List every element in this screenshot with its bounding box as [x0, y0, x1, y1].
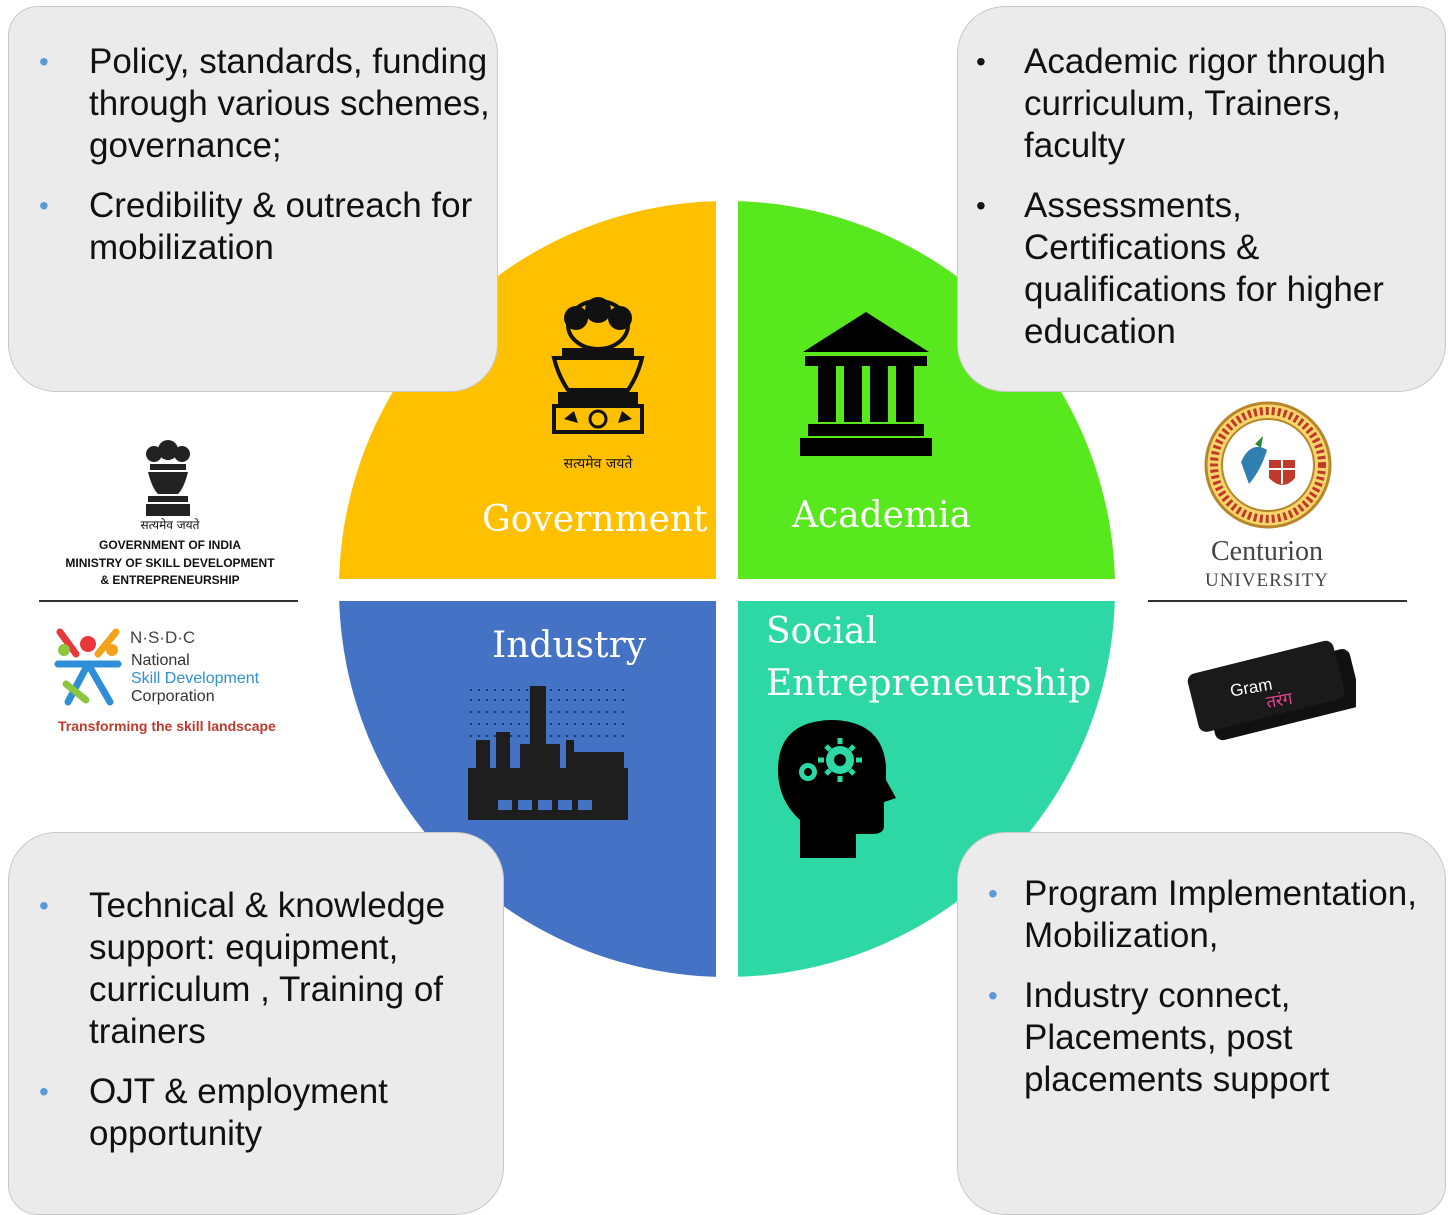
goi-emblem-icon [146, 440, 190, 516]
callout-item: • Academic rigor through curriculum, Trai… [958, 41, 1445, 167]
bullet-icon: • [988, 878, 998, 909]
nsdc-line3: Corporation [131, 688, 215, 705]
callout-text: Policy, standards, funding through vario… [89, 42, 490, 165]
label-government: Government [482, 499, 708, 540]
head-gears-icon [778, 720, 896, 858]
callout-text: Credibility & outreach for mobilization [89, 186, 473, 267]
centurion-line2: UNIVERSITY [1205, 570, 1329, 591]
university-building-icon [800, 312, 932, 456]
callout-text: Academic rigor through curriculum, Train… [1024, 42, 1386, 165]
bullet-icon: • [976, 190, 986, 221]
emblem-caption: सत्यमेव जयते [564, 455, 634, 472]
label-industry: Industry [492, 625, 647, 666]
goi-caption: सत्यमेव जयते [140, 518, 200, 532]
nsdc-acronym: N·S·D·C [130, 628, 196, 647]
nsdc-line2: Skill Development [131, 670, 260, 687]
bullet-icon: • [988, 980, 998, 1011]
callout-item: • Program Implementation, Mobilization, [958, 873, 1445, 957]
callout-item: • Credibility & outreach for mobilization [9, 185, 497, 269]
nsdc-figures-icon [54, 628, 122, 706]
bullet-icon: • [39, 46, 49, 77]
nsdc-tagline: Transforming the skill landscape [58, 718, 276, 734]
nsdc-line1: National [131, 652, 190, 669]
right-divider [1148, 600, 1407, 602]
callout-item: • OJT & employment opportunity [9, 1071, 503, 1155]
factory-icon [468, 686, 630, 820]
callout-academia: • Academic rigor through curriculum, Trai… [957, 6, 1446, 392]
callout-text: Technical & knowledge support: equipment… [89, 886, 446, 1051]
goi-line3: & ENTREPRENEURSHIP [100, 573, 240, 587]
goi-line1: GOVERNMENT OF INDIA [98, 538, 241, 552]
callout-item: • Policy, standards, funding through vari… [9, 41, 497, 167]
label-social-line2: Entrepreneurship [766, 663, 1092, 704]
label-academia: Academia [792, 495, 972, 536]
centurion-seal-icon [1204, 401, 1332, 529]
callout-industry: • Technical & knowledge support: equipmen… [8, 832, 504, 1215]
centurion-line1: Centurion [1211, 536, 1323, 567]
callout-text: Assessments, Certifications & qualificat… [1024, 186, 1384, 351]
emblem-icon [551, 297, 645, 434]
callout-item: • Industry connect, Placements, post plac… [958, 975, 1445, 1101]
callout-item: • Technical & knowledge support: equipmen… [9, 885, 503, 1053]
label-social-line1: Social [766, 611, 877, 652]
goi-line2: MINISTRY OF SKILL DEVELOPMENT [65, 556, 275, 570]
callout-text: OJT & employment opportunity [89, 1072, 388, 1153]
bullet-icon: • [976, 46, 986, 77]
label-social: Social Entrepreneurship [766, 606, 1091, 710]
bullet-icon: • [39, 190, 49, 221]
callout-government: • Policy, standards, funding through vari… [8, 6, 498, 392]
callout-item: • Assessments, Certifications & qualifica… [958, 185, 1445, 353]
left-divider [39, 600, 298, 602]
bullet-icon: • [39, 1076, 49, 1107]
callout-text: Industry connect, Placements, post place… [1024, 976, 1330, 1099]
callout-text: Program Implementation, Mobilization, [1024, 874, 1417, 955]
gramtarang-logo-icon [1187, 640, 1356, 741]
bullet-icon: • [39, 890, 49, 921]
callout-social: • Program Implementation, Mobilization, •… [957, 832, 1446, 1215]
